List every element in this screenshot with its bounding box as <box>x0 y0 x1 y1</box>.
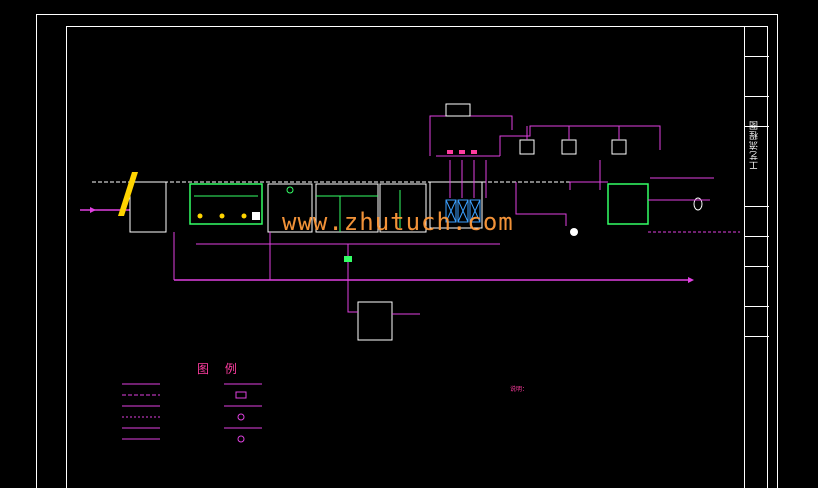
permeate-pipe <box>569 181 608 190</box>
watermark: www.zhutuch.com <box>282 208 514 236</box>
outer-drawing-border <box>36 14 778 488</box>
title-block-cell <box>745 206 769 236</box>
dosing-tank-3 <box>611 139 627 155</box>
legend-pump-symbol <box>237 413 245 421</box>
membrane-hatch <box>457 199 469 223</box>
bar-screen <box>118 172 138 216</box>
mbr-tank <box>429 181 483 229</box>
permeate-pump <box>570 228 578 236</box>
sludge-valve <box>344 256 352 262</box>
title-block <box>744 26 769 488</box>
blower <box>286 186 294 194</box>
diffuser <box>241 213 247 219</box>
title-block-cell <box>745 266 769 306</box>
sludge-pipe <box>347 300 358 313</box>
title-block-cell <box>745 236 769 266</box>
clear-water-tank <box>607 183 649 225</box>
title-block-cell <box>745 96 769 126</box>
title-block-cell <box>745 336 769 488</box>
legend-table <box>122 383 262 443</box>
title-block-cell <box>745 126 769 206</box>
valve <box>447 150 453 154</box>
settling-tank <box>379 183 427 233</box>
legend-title: 图 例 <box>197 362 243 376</box>
inlet-arrow <box>90 207 96 213</box>
membrane-module <box>457 199 469 223</box>
flow-arrow <box>688 277 694 283</box>
title-block-cell <box>745 306 769 336</box>
dosing-tank-1 <box>519 139 535 155</box>
backwash-pipe <box>429 115 513 156</box>
equalization-tank <box>189 183 263 225</box>
valve <box>471 150 477 154</box>
inner-drawing-border <box>66 26 768 488</box>
sludge-tank <box>357 301 393 341</box>
pressure-tank <box>693 197 703 211</box>
legend-meter-symbol <box>237 435 245 443</box>
diffuser <box>197 213 203 219</box>
notes-title: 说明： <box>510 386 529 393</box>
valve <box>459 150 465 154</box>
membrane-module <box>469 199 481 223</box>
diffuser <box>219 213 225 219</box>
legend-valve-symbol <box>235 391 247 399</box>
dosing-tank-2 <box>561 139 577 155</box>
permeate-pipe <box>515 182 567 226</box>
title-block-cell <box>745 56 769 96</box>
chemical-feed-line <box>499 125 661 156</box>
anoxic-tank <box>267 183 313 233</box>
membrane-module <box>445 199 457 223</box>
membrane-hatch <box>469 199 481 223</box>
grit-chamber <box>129 181 167 233</box>
membrane-hatch <box>445 199 457 223</box>
aerobic-tank <box>315 183 379 233</box>
backwash-pump <box>445 103 471 117</box>
submersible-pump <box>252 212 260 220</box>
